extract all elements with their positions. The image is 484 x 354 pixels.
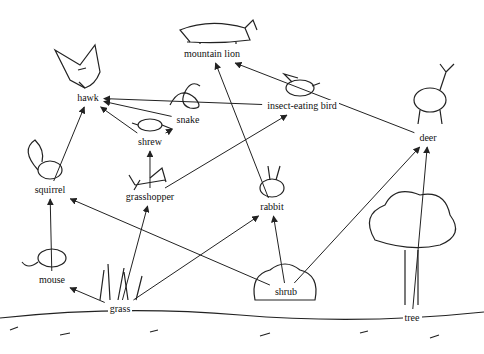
organism-label: grass [108,303,133,315]
organism-name: mouse [39,274,65,285]
feeding-arrow [101,107,138,133]
feeding-arrow [413,147,427,309]
organism-name: grass [110,303,131,314]
organism-name: grasshopper [126,191,174,202]
feeding-arrow [122,206,147,300]
feeding-arrow [235,63,414,133]
organism-name: rabbit [260,201,283,212]
organism-label: hawk [75,92,101,104]
organism-name: snake [177,114,200,125]
organism-label: insect-eating bird [265,100,339,112]
organism-label: grasshopper [124,191,176,203]
feeding-arrow [104,101,172,116]
organism-name: tree [405,312,420,323]
feeding-arrow [104,99,262,105]
feeding-arrow [273,216,284,283]
organism-name: squirrel [35,184,66,195]
organism-name: shrew [138,136,162,147]
organism-label: mouse [37,274,67,286]
organism-label: deer [417,132,438,144]
organism-label: snake [175,114,202,126]
feeding-arrow [133,216,258,300]
organism-label: mountain lion [182,48,242,60]
organism-label: rabbit [258,201,285,213]
feeding-arrow [294,147,419,283]
feeding-arrow [70,199,270,285]
feeding-arrow [70,288,105,303]
feeding-arrow [166,129,173,133]
organism-label: shrew [136,136,164,148]
organism-name: mountain lion [184,48,240,59]
organism-name: hawk [77,92,99,103]
organism-name: deer [419,132,436,143]
feeding-arrow [54,107,85,181]
organism-name: insect-eating bird [267,100,337,111]
feeding-arrow [50,199,52,271]
organism-label: shrub [273,286,299,298]
organism-label: tree [403,312,422,324]
feeding-arrow [165,115,287,188]
organism-name: shrub [275,286,297,297]
feeding-arrow [149,151,150,188]
feeding-arrow [216,63,269,198]
organism-label: squirrel [33,184,68,196]
